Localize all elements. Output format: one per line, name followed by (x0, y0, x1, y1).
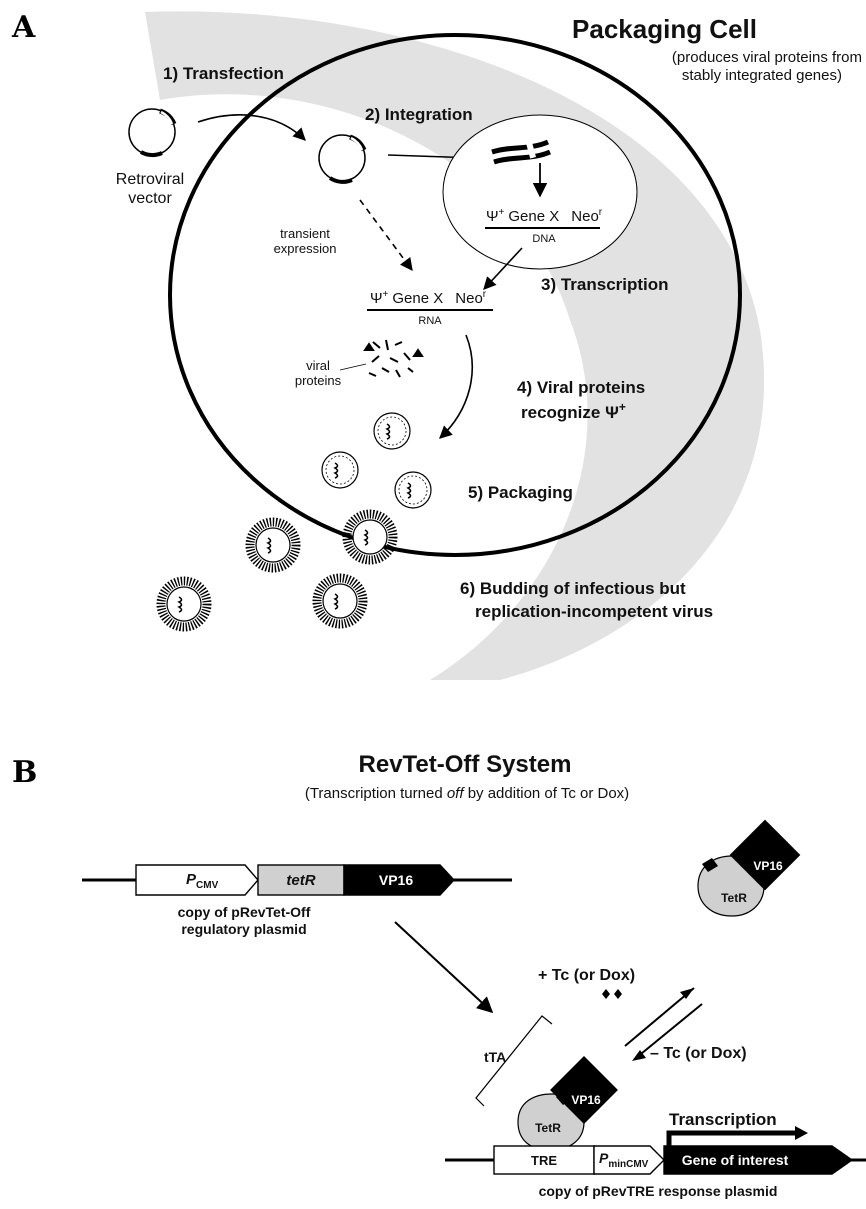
transcription-arrow (666, 1130, 797, 1150)
intracellular-plasmid-icon (318, 134, 367, 184)
subtitle-pre: (Transcription turned (305, 785, 447, 802)
step-budding-label-2: replication-incompetent virus (475, 602, 713, 621)
virion-icon (394, 471, 432, 509)
chromosome-icon (491, 139, 552, 165)
packaging-cell-subtitle-2: stably integrated genes) (682, 67, 842, 84)
rna-construct-label: Ψ+Gene X Neor (370, 289, 487, 307)
dna-to-rna-arrow (483, 247, 523, 290)
equilibrium-reverse-head (632, 1050, 646, 1061)
step-viral-proteins-label-1: 4) Viral proteins (517, 378, 645, 397)
minus-tc-label: – Tc (or Dox) (650, 1045, 747, 1062)
equilibrium-reverse-arrow (635, 1003, 703, 1059)
transcription-arrow-head (795, 1126, 808, 1140)
packaging-cell-title: Packaging Cell (572, 14, 757, 44)
pmincmv-label: PminCMV (599, 1150, 649, 1170)
retroviral-label-1: Retroviral (116, 171, 184, 188)
dna-psi: Ψ (486, 208, 499, 225)
rna-neo: Neo (455, 290, 483, 307)
rna-gene-x: Gene X (392, 290, 443, 307)
transfection-arrow (197, 114, 306, 141)
subtitle-post: by addition of Tc or Dox) (464, 785, 630, 802)
pcmv-label: PCMV (186, 871, 219, 891)
dox-diamond-icon (602, 989, 622, 999)
step-transcription-label: 3) Transcription (541, 275, 669, 294)
panel-b-letter: B (12, 755, 37, 790)
subtitle-em: off (447, 785, 466, 802)
recognize-sup: + (619, 400, 626, 414)
rna-psi: Ψ (370, 290, 383, 307)
dna-neo: Neo (571, 208, 599, 225)
rna-label: RNA (418, 315, 442, 327)
packaging-cell-outline (168, 33, 742, 557)
revtet-off-title: RevTet-Off System (359, 751, 572, 778)
gene-of-interest-label: Gene of interest (682, 1152, 789, 1168)
pcmv-promoter (135, 864, 259, 896)
released-virion-icon (312, 573, 368, 629)
vp16-gene (343, 864, 455, 896)
step-packaging-label: 5) Packaging (468, 483, 573, 502)
virion-icon (321, 451, 359, 489)
vp16-bound-label: VP16 (571, 1093, 601, 1107)
tetr-gene-label: tetR (286, 872, 315, 889)
pmincmv-sub: minCMV (608, 1159, 648, 1170)
step-budding-label-1: 6) Budding of infectious but (460, 579, 686, 598)
pcmv-p: P (186, 871, 197, 888)
equilibrium-forward-arrow (624, 987, 695, 1047)
tre-element (493, 1145, 595, 1175)
recognize-text: recognize Ψ (521, 403, 619, 422)
dna-construct-label: Ψ+Gene X Neor (486, 207, 603, 225)
recognition-arrow (439, 334, 473, 439)
dna-neo-sup: r (599, 207, 603, 218)
gene-of-interest (663, 1145, 854, 1175)
step-transfection-label: 1) Transfection (163, 64, 284, 83)
tetr-gene (257, 864, 345, 896)
plus-tc-label: + Tc (or Dox) (538, 967, 635, 984)
released-virion-icon (245, 517, 301, 573)
transcription-label: Transcription (669, 1110, 777, 1129)
transient-label-2: expression (274, 241, 337, 256)
viral-proteins-label-2: proteins (295, 373, 342, 388)
pmincmv-p: P (599, 1150, 609, 1166)
dna-label: DNA (532, 233, 556, 245)
rna-psi-sup: + (383, 289, 389, 300)
released-virion-icon (156, 576, 212, 632)
packaging-cell-subtitle-1: (produces viral proteins from (672, 49, 862, 66)
viral-proteins-leader (339, 363, 367, 371)
dna-gene-x: Gene X (508, 208, 559, 225)
retroviral-label-2: vector (128, 190, 172, 207)
tetr-free-label: TetR (721, 891, 747, 905)
virion-icon (373, 412, 411, 450)
pcmv-sub: CMV (196, 880, 219, 891)
tta-label: tTA (484, 1049, 506, 1065)
equilibrium-forward-head (680, 988, 694, 999)
expression-arrow (394, 921, 494, 1014)
vp16-gene-label: VP16 (379, 872, 413, 888)
step-integration-label: 2) Integration (365, 105, 473, 124)
budding-virion-icon (342, 509, 398, 565)
regulatory-plasmid-label-1: copy of pRevTet-Off (178, 904, 311, 920)
dna-psi-sup: + (499, 207, 505, 218)
rna-neo-sup: r (483, 289, 487, 300)
pmincmv-promoter (593, 1145, 665, 1175)
response-plasmid-label: copy of pRevTRE response plasmid (539, 1183, 778, 1199)
tetr-bound-label: TetR (535, 1121, 561, 1135)
viral-proteins-icon (363, 339, 424, 378)
tetr-vp16-free-icon (697, 819, 801, 917)
transient-expression-arrow (359, 199, 413, 272)
panel-a-letter: A (11, 10, 36, 45)
step-recognize-label: recognize Ψ+ (521, 400, 626, 422)
viral-proteins-label-1: viral (306, 358, 330, 373)
retroviral-vector-plasmid-icon (128, 108, 177, 158)
tre-label: TRE (531, 1153, 557, 1168)
vp16-free-label: VP16 (753, 859, 783, 873)
tetr-vp16-bound-icon (517, 1056, 618, 1151)
regulatory-plasmid-label-2: regulatory plasmid (181, 921, 306, 937)
tta-bracket (475, 1015, 553, 1107)
transient-label-1: transient (280, 226, 330, 241)
revtet-off-subtitle: (Transcription turned off by addition of… (305, 785, 629, 802)
